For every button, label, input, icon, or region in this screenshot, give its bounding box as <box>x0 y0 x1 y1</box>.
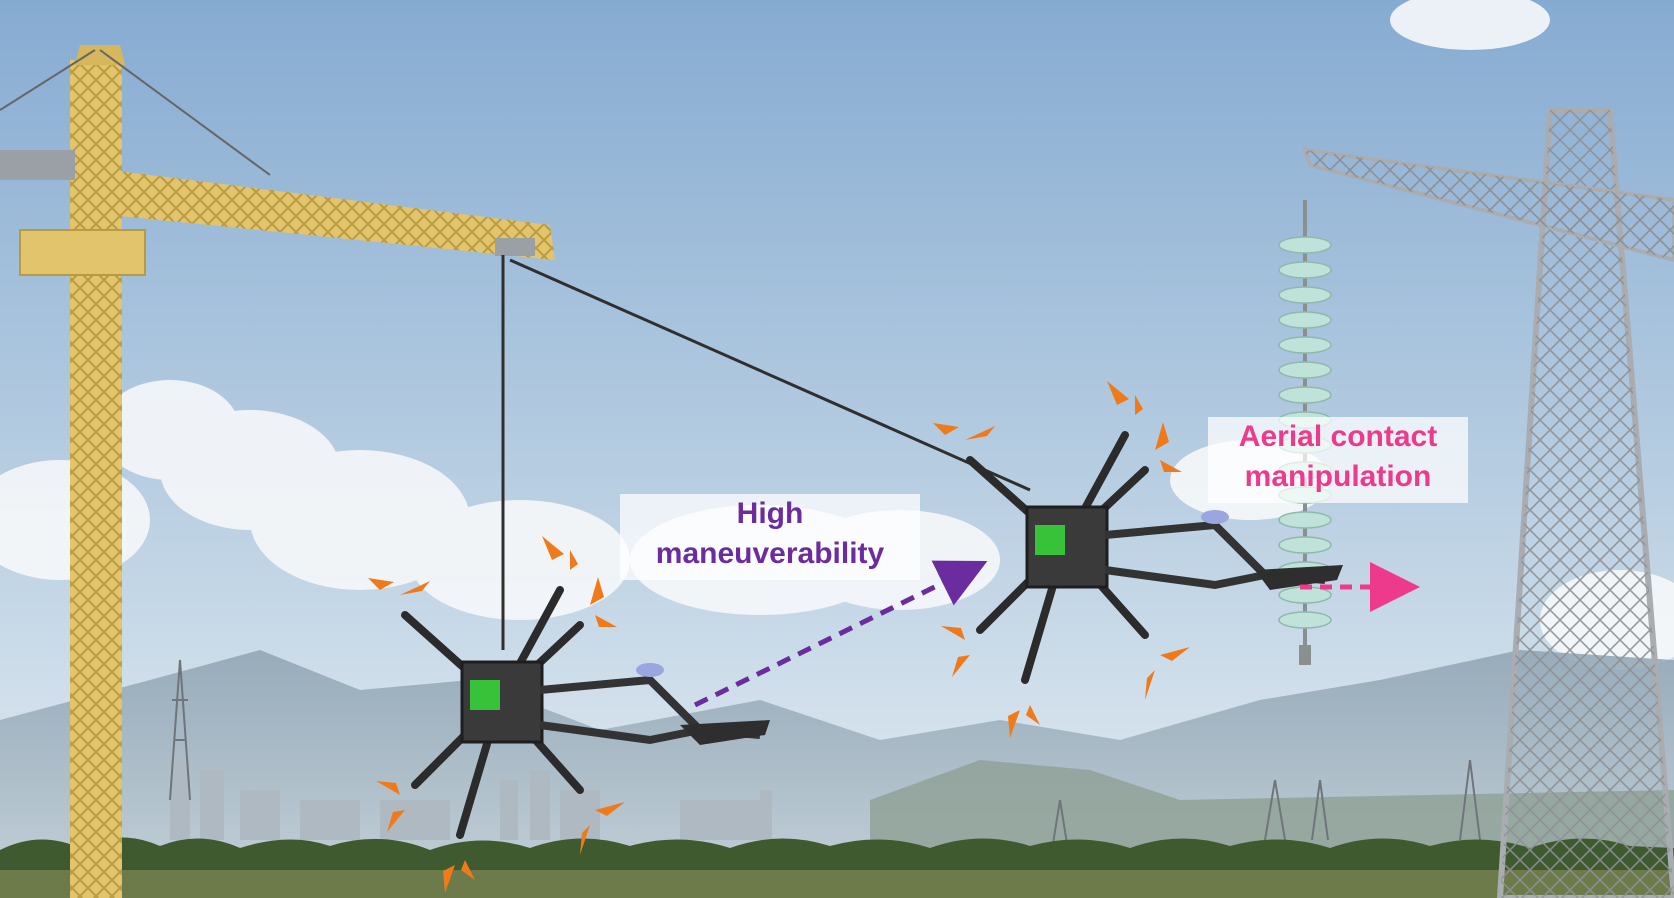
power-pylon <box>1302 107 1674 898</box>
label-contact-line2: manipulation <box>1244 460 1432 493</box>
propellers-left <box>368 536 625 893</box>
ground <box>0 870 1674 898</box>
label-aerial-contact-manipulation: Aerial contact manipulation <box>1208 417 1468 503</box>
drone-right <box>933 381 1343 738</box>
distant-pylons <box>169 659 1481 851</box>
tether-cables <box>501 255 1031 650</box>
hills-near <box>870 760 1674 860</box>
maneuver-arrow <box>693 560 988 708</box>
label-maneuverability-line2: maneuverability <box>655 537 885 570</box>
label-maneuverability-line1: High <box>736 497 804 530</box>
tower-crane <box>0 45 555 898</box>
propellers-right <box>933 381 1190 738</box>
label-contact-line1: Aerial contact <box>1238 420 1438 453</box>
city-skyline <box>170 760 772 840</box>
drone-left <box>368 536 770 893</box>
label-high-maneuverability: High maneuverability <box>620 494 920 580</box>
